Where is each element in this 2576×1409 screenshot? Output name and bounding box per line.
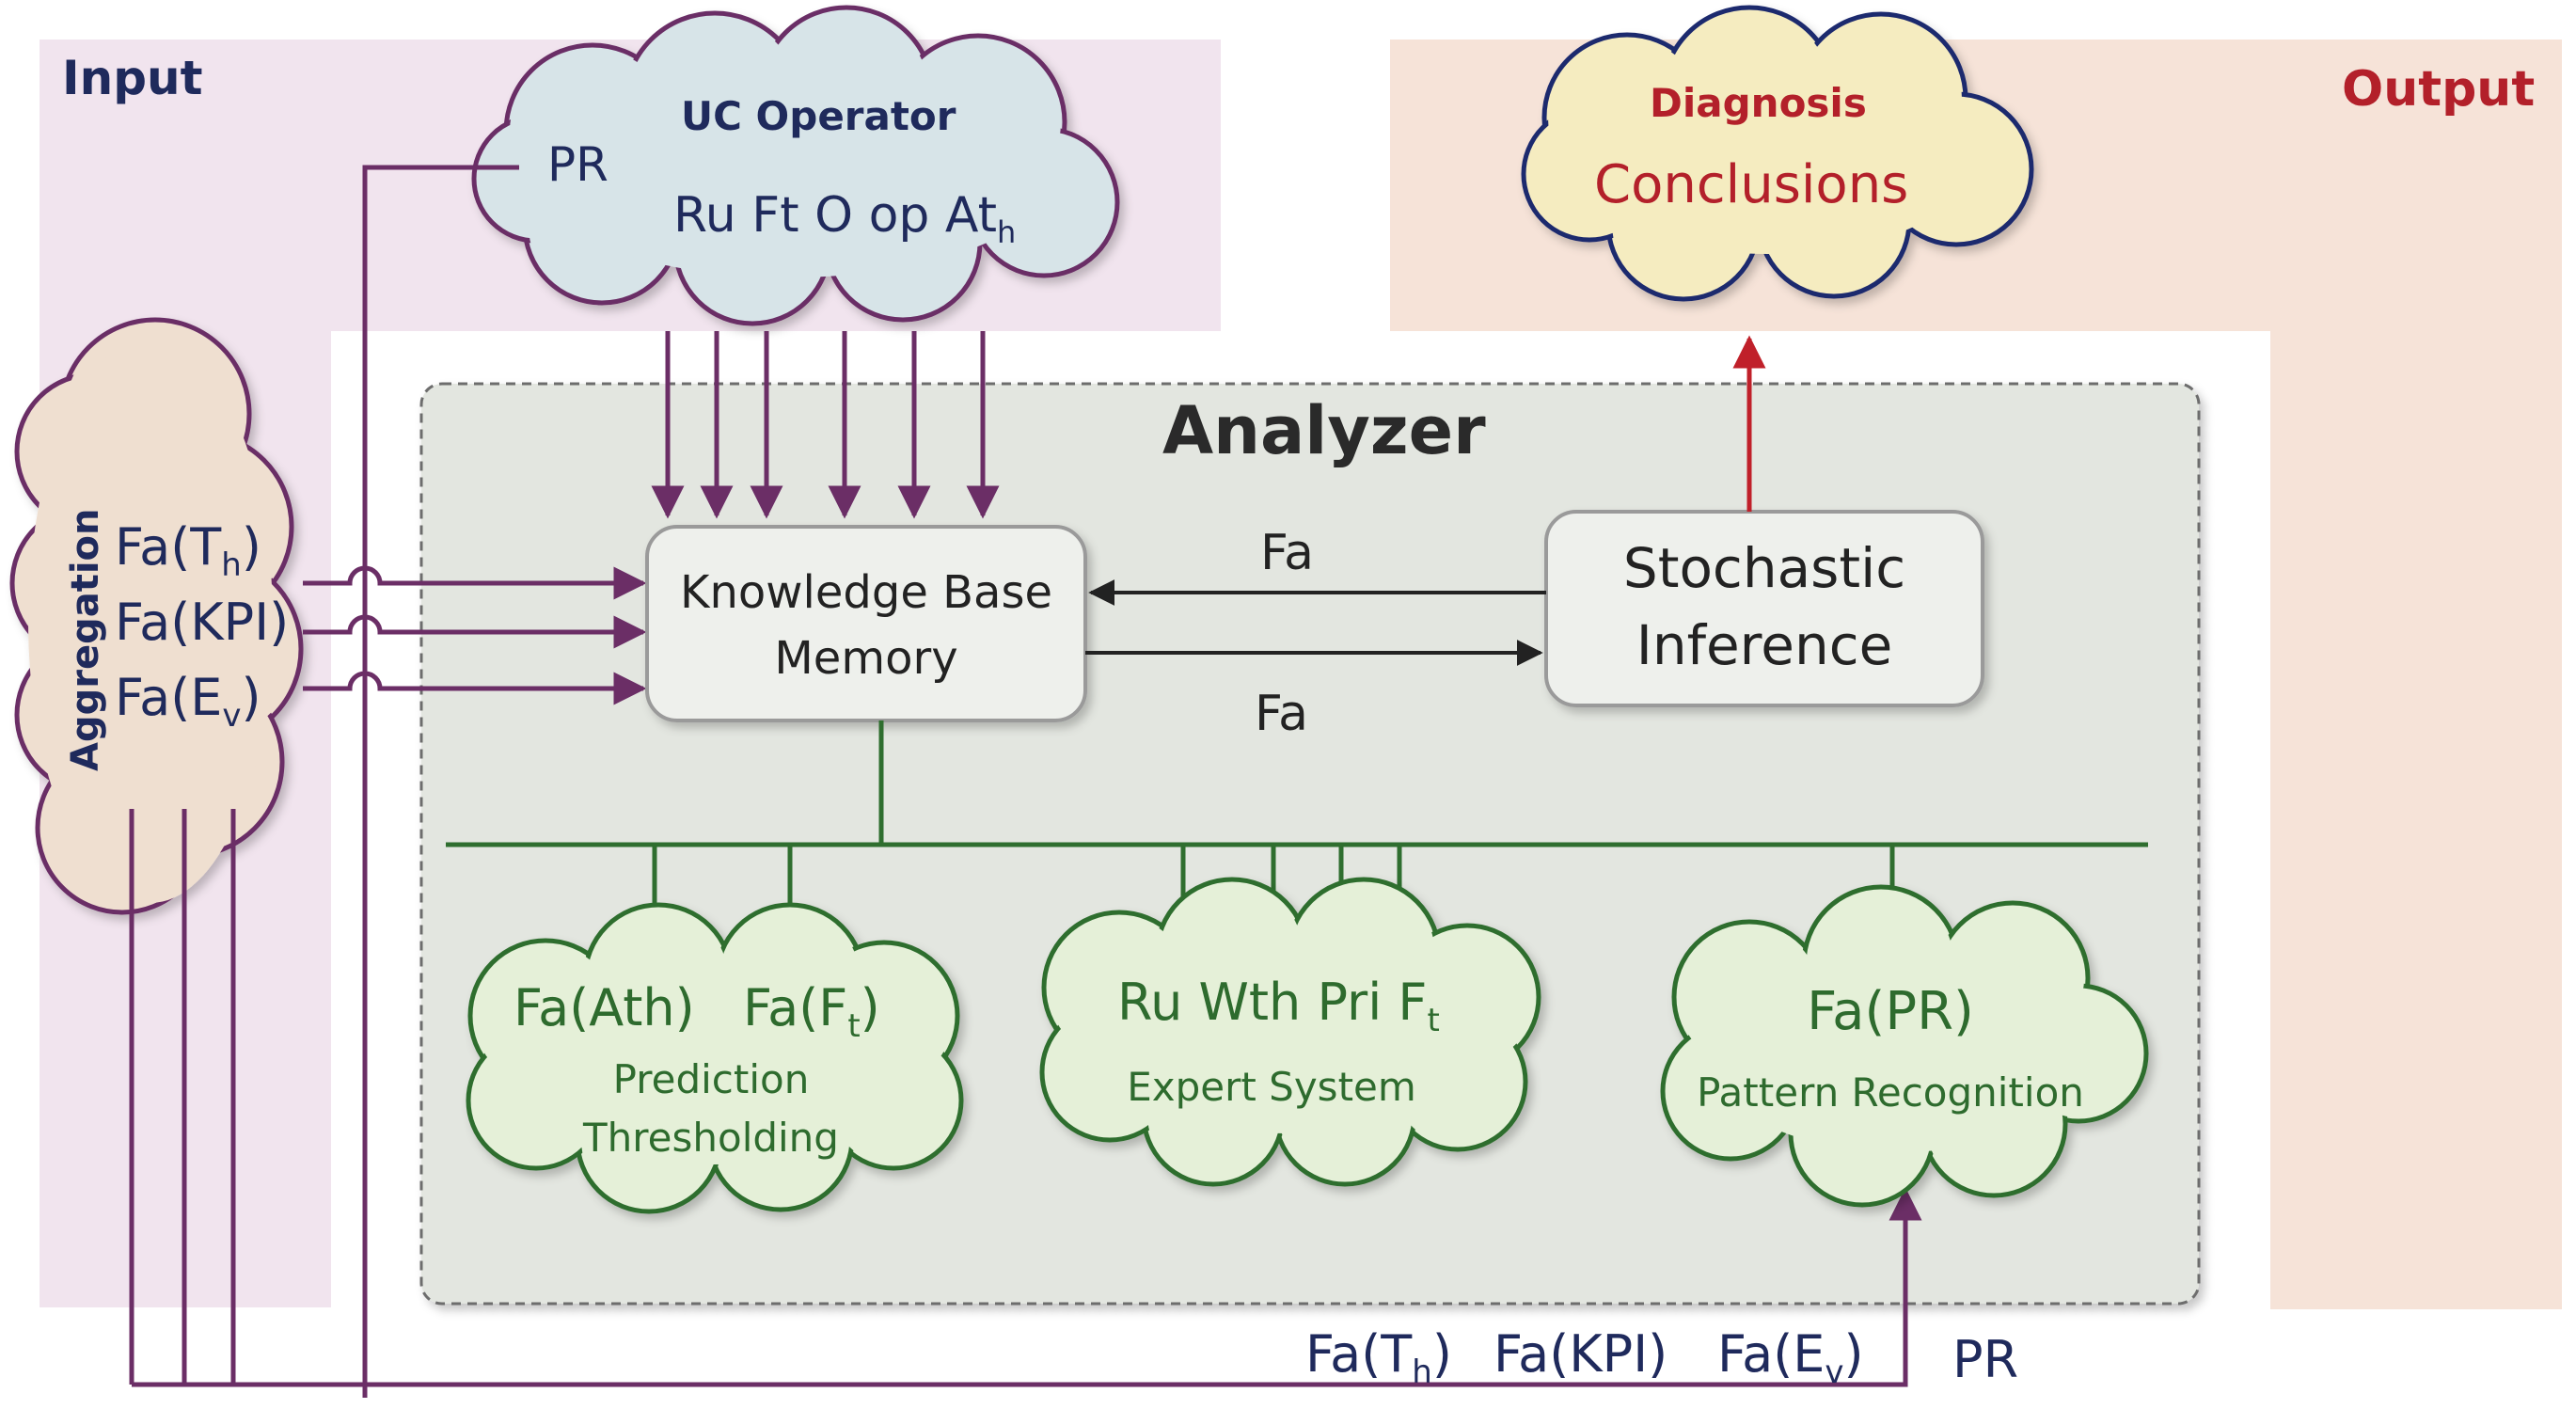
knowledge-base-line1: Knowledge Base	[680, 566, 1052, 619]
stochastic-line2: Inference	[1636, 613, 1893, 677]
uc-operator-pr: PR	[547, 137, 608, 192]
expert-label: Expert System	[1127, 1064, 1416, 1110]
prediction-line2: Thresholding	[582, 1115, 839, 1161]
uc-operator-cloud	[471, 5, 1120, 326]
diagnosis-conclusions: Conclusions	[1594, 154, 1908, 215]
bottom-pr: PR	[1952, 1330, 2018, 1389]
stochastic-inference-box[interactable]	[1544, 510, 1984, 707]
diagnosis-title: Diagnosis	[1650, 80, 1867, 126]
output-region	[1390, 40, 2562, 1309]
prediction-fa-ath: Fa(Ath)	[514, 978, 695, 1037]
diagnosis-cloud	[1521, 5, 2034, 302]
pattern-fa-pr: Fa(PR)	[1807, 981, 1974, 1042]
aggregation-label: Aggregation	[64, 509, 107, 772]
uc-operator-title: UC Operator	[681, 93, 956, 139]
prediction-fa-ft: Fa(Ft)	[743, 978, 880, 1045]
analyzer-title: Analyzer	[1162, 392, 1486, 469]
prediction-line1: Prediction	[613, 1056, 810, 1102]
pattern-label: Pattern Recognition	[1697, 1069, 2084, 1116]
input-label: Input	[62, 51, 203, 105]
fa-label-top: Fa	[1260, 525, 1314, 581]
bottom-fa-ev: Fa(Ev)	[1717, 1324, 1864, 1391]
aggregation-cloud	[9, 317, 304, 915]
bottom-fa-th: Fa(Th)	[1305, 1324, 1452, 1391]
uc-operator-items: Ru Ft O op Ath	[673, 187, 1016, 250]
pattern-recognition-cloud	[1660, 884, 2149, 1208]
output-label: Output	[2342, 61, 2535, 118]
bottom-fa-kpi: Fa(KPI)	[1493, 1324, 1667, 1384]
aggregation-fa-kpi: Fa(KPI)	[115, 593, 289, 652]
aggregation-fa-ev: Fa(Ev)	[115, 668, 261, 735]
prediction-cloud	[466, 902, 964, 1214]
expert-items: Ru Wth Pri Ft	[1117, 973, 1440, 1039]
uc-to-kb-arrows	[651, 331, 1000, 519]
knowledge-base-box[interactable]	[645, 525, 1087, 722]
pr-feedback-line	[362, 165, 519, 1398]
expert-system-cloud	[1039, 877, 1541, 1187]
aggregation-fa-th: Fa(Th)	[115, 517, 261, 584]
knowledge-base-line2: Memory	[774, 632, 957, 685]
stochastic-line1: Stochastic	[1623, 536, 1905, 600]
fa-label-bottom: Fa	[1255, 686, 1308, 742]
aggregation-bottom-lines	[129, 809, 1922, 1387]
